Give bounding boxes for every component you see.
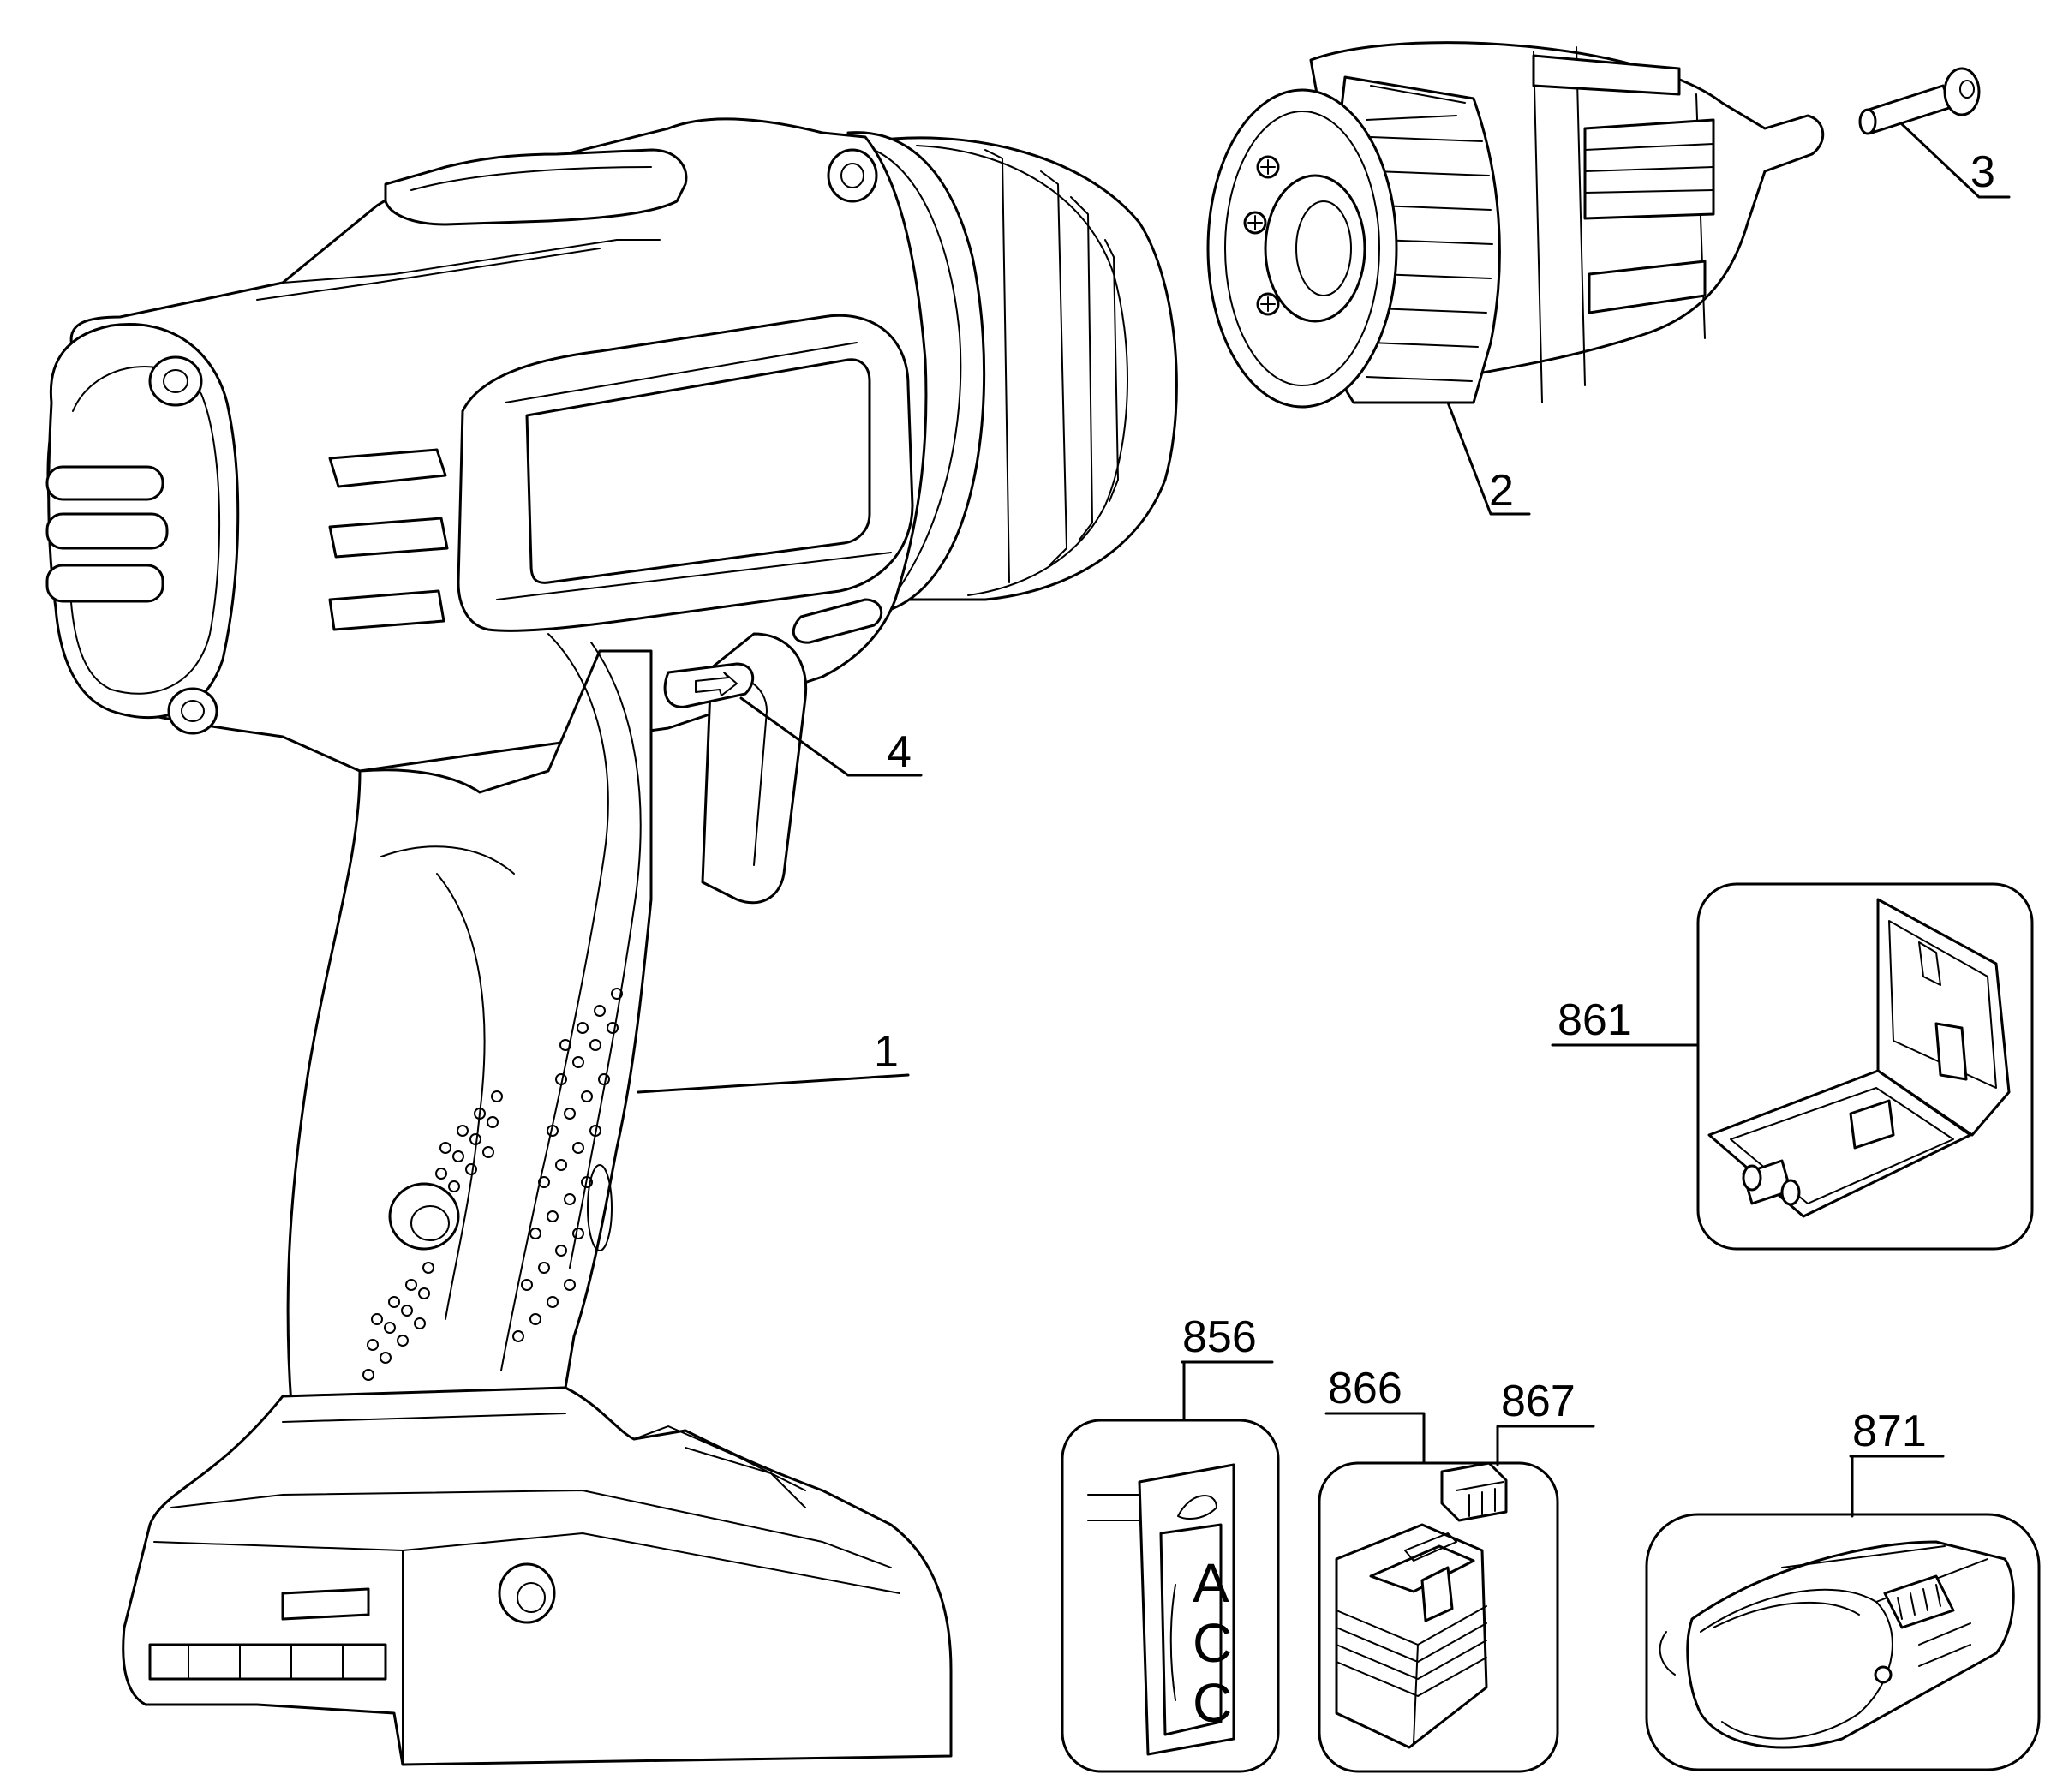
part-label-1: 1 <box>874 1027 899 1077</box>
chuck <box>1206 41 1825 409</box>
hang-tag-panel: A C C <box>1061 1419 1280 1773</box>
tag-letter-a: A <box>1193 1552 1229 1614</box>
tag-letter-c1: C <box>1193 1612 1232 1674</box>
drill-housing <box>45 117 1178 1766</box>
part-label-867: 867 <box>1501 1377 1576 1426</box>
tag-letter-c2: C <box>1193 1672 1232 1734</box>
part-label-3: 3 <box>1970 147 1995 197</box>
part-label-4: 4 <box>887 727 912 777</box>
carrying-case <box>1696 882 2034 1251</box>
part-label-856: 856 <box>1182 1312 1257 1362</box>
battery-panel <box>1318 1461 1559 1773</box>
chuck-screw <box>1858 67 1981 135</box>
leader-lines <box>637 122 2011 1518</box>
part-label-866: 866 <box>1328 1364 1402 1413</box>
part-label-871: 871 <box>1852 1407 1927 1456</box>
part-label-861: 861 <box>1558 995 1632 1045</box>
grip-texture <box>362 988 623 1381</box>
part-label-2: 2 <box>1489 466 1514 516</box>
charger-panel <box>1645 1513 2041 1771</box>
